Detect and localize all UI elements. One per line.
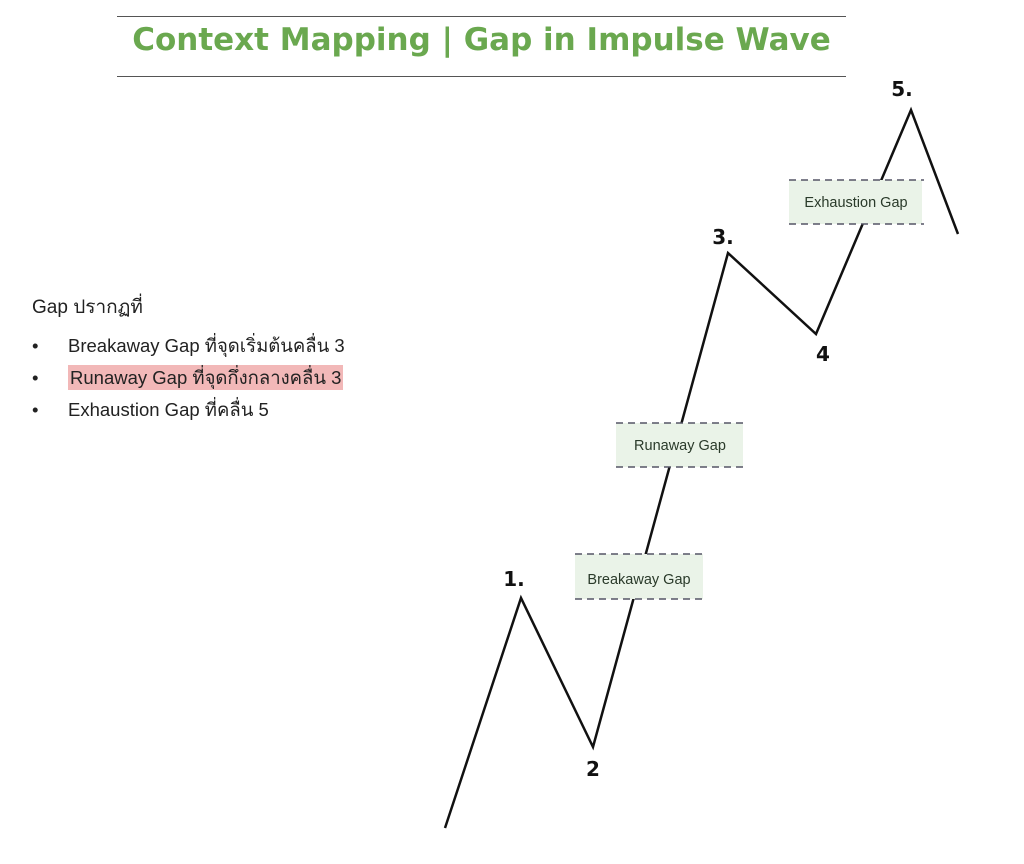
list-item-text: Runaway Gap ที่จุดกึ่งกลางคลื่น 3 [68,365,344,390]
title-bottom-rule [117,76,846,77]
gap-list: • Breakaway Gap ที่จุดเริ่มต้นคลื่น 3 • Ru… [32,332,345,428]
wave-label-3: 3. [712,225,734,249]
runaway-gap-label: Runaway Gap [634,438,726,454]
list-item-text: Exhaustion Gap ที่คลื่น 5 [68,399,269,420]
exhaustion-gap-box: Exhaustion Gap [789,179,924,225]
bullet-icon: • [32,399,39,420]
runaway-gap-box: Runaway Gap [616,422,743,468]
wave-label-2: 2 [586,757,600,781]
list-item-highlighted: • Runaway Gap ที่จุดกึ่งกลางคลื่น 3 [32,364,345,396]
list-item-text: Breakaway Gap ที่จุดเริ่มต้นคลื่น 3 [68,335,345,356]
breakaway-gap-label: Breakaway Gap [587,572,690,588]
list-item: • Exhaustion Gap ที่คลื่น 5 [32,396,345,428]
intro-text: Gap ปรากฏที่ [32,297,143,318]
title-top-rule [117,16,846,17]
wave-label-4: 4 [816,342,830,366]
bullet-icon: • [32,335,39,356]
page-title: Context Mapping | Gap in Impulse Wave [132,22,831,58]
exhaustion-gap-label: Exhaustion Gap [804,195,907,211]
wave-label-1: 1. [503,567,525,591]
list-item: • Breakaway Gap ที่จุดเริ่มต้นคลื่น 3 [32,332,345,364]
wave-label-5: 5. [891,77,913,101]
wave-line [443,106,960,829]
breakaway-gap-box: Breakaway Gap [575,553,703,600]
bullet-icon: • [32,367,39,388]
